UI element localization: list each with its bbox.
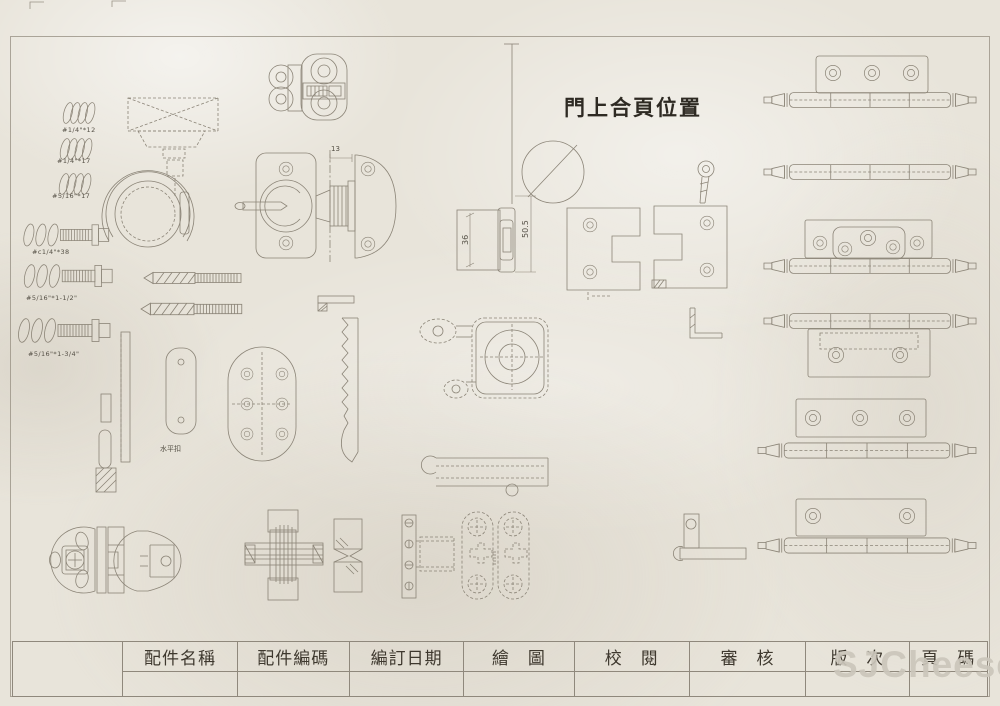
- title-header-revision-date: 編訂日期: [349, 642, 464, 672]
- bolt3-label: #5/16"*1-3/4": [28, 350, 80, 358]
- caster-wheel: [101, 170, 195, 248]
- door-hinge-position-note: 門上合頁位置: [564, 96, 702, 120]
- serrated-rack: [317, 295, 359, 463]
- title-value-part-name: [123, 672, 236, 696]
- caster-mount-plate: [127, 97, 219, 198]
- title-value-checked-by: [575, 672, 689, 696]
- title-block: 配件名稱 配件編碼 編訂日期 繪 圖 校 閱 審 核 版 次 頁 碼: [12, 641, 988, 697]
- hinge-barrel-6: [757, 537, 977, 554]
- hinge-plate-5: [795, 398, 927, 438]
- hinge-plate-6: [795, 498, 927, 537]
- spring-screws: [56, 101, 98, 196]
- eye-pin: [697, 160, 715, 204]
- concealed-hinge-top: [268, 53, 348, 121]
- hinge-barrel-2: [763, 164, 977, 180]
- title-col-revision-date: 編訂日期: [349, 642, 465, 696]
- l-pin: [689, 307, 723, 339]
- turn-latch: [234, 150, 397, 262]
- soss-hinge-mortise: [461, 511, 530, 600]
- spring2-label: #1/4"*17: [57, 157, 91, 165]
- corner-bracket-left: [566, 207, 641, 301]
- bolt1-label: #c1/4"*38: [32, 248, 70, 256]
- title-col-version: 版 次: [806, 642, 910, 696]
- oval-plate: [227, 346, 297, 462]
- soss-hinge-cross: [244, 509, 324, 601]
- hinge-barrel-3: [763, 258, 977, 274]
- cup-hinge: [49, 526, 182, 594]
- soss-hinge-side: [401, 514, 455, 599]
- title-col-part-name: 配件名稱: [123, 642, 238, 696]
- watermark: SJCheese: [833, 644, 1000, 685]
- title-value-revision-date: [350, 672, 463, 696]
- hinge-plate-3: [804, 219, 933, 260]
- soss-hinge-edge: [333, 518, 363, 593]
- rail-section: [456, 195, 536, 273]
- title-header-approved-by: 審 核: [689, 642, 806, 672]
- s-profile-rail: [421, 455, 549, 497]
- title-value-drawn-by: [464, 672, 573, 696]
- title-header-drawn-by: 繪 圖: [464, 642, 574, 672]
- level-latch-label: 水平扣: [160, 445, 181, 453]
- title-col-checked-by: 校 閱: [574, 642, 690, 696]
- hinge-plate-4: [807, 328, 931, 378]
- spring3-label: #5/16"*17: [52, 192, 91, 200]
- title-col-drawn-by: 繪 圖: [464, 642, 575, 696]
- title-header-version: 版 次: [806, 642, 909, 672]
- l-bracket-curl: [673, 513, 747, 561]
- dowel-screws: [140, 272, 243, 316]
- spring1-label: #1/4"*12: [62, 126, 96, 134]
- title-block-empty-cell: [13, 642, 124, 696]
- small-flat-parts: [95, 331, 197, 493]
- hinge-plate-1: [815, 55, 929, 94]
- title-header-part-code: 配件編碼: [237, 642, 349, 672]
- title-col-page: 頁 碼: [909, 642, 988, 696]
- hinge-barrel-1: [763, 92, 977, 108]
- title-value-approved-by: [690, 672, 805, 696]
- door-hinge-callout: [504, 43, 585, 204]
- central-latch: [419, 317, 549, 399]
- title-header-checked-by: 校 閱: [574, 642, 689, 672]
- corner-bracket-right: [651, 205, 728, 289]
- title-value-part-code: [238, 672, 349, 696]
- title-col-part-code: 配件編碼: [237, 642, 350, 696]
- dim-36: 36: [461, 234, 470, 245]
- title-col-approved-by: 審 核: [689, 642, 807, 696]
- hinge-barrel-5: [757, 442, 977, 459]
- title-header-part-name: 配件名稱: [123, 642, 237, 672]
- hinge-barrel-4: [763, 313, 977, 329]
- dim-13: 13: [331, 145, 340, 153]
- title-header-page: 頁 碼: [909, 642, 988, 672]
- hex-bolts: [16, 222, 113, 344]
- bolt2-label: #5/16"*1-1/2": [26, 294, 78, 302]
- dim-50-5: 50.5: [521, 220, 530, 238]
